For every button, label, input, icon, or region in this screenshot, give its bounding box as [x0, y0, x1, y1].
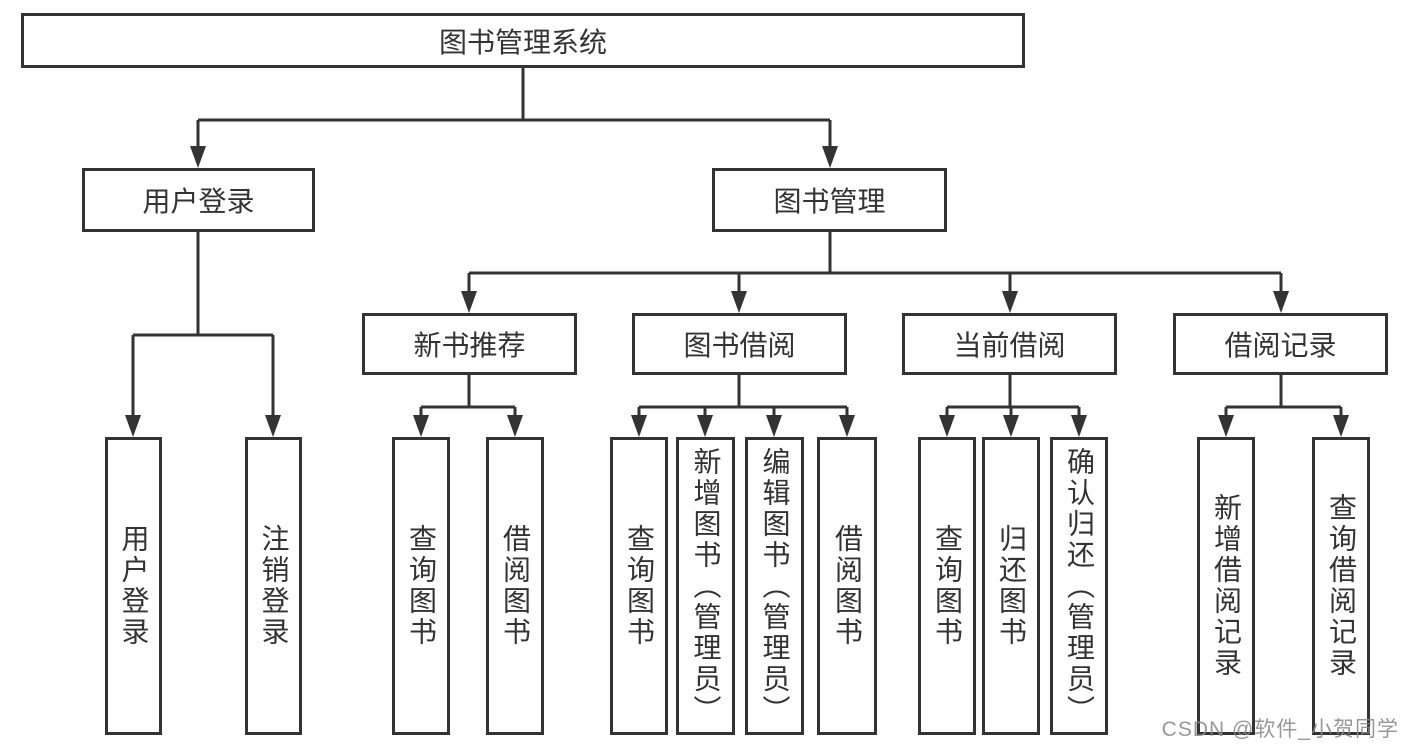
arrowhead [939, 415, 955, 437]
vertical-label: 新增借阅记录 [1211, 493, 1242, 679]
node-book-management: 图书管理 [712, 168, 947, 232]
vertical-label: 新增图书（管理员） [690, 446, 722, 726]
node-user-login-action: 用户登录 [105, 437, 162, 735]
arrowhead [1002, 291, 1018, 313]
arrowhead [1273, 291, 1289, 313]
node-logout: 注销登录 [245, 437, 302, 735]
vertical-label: 确认归还（管理员） [1064, 446, 1095, 726]
node-add-books-admin: 新增图书（管理员） [676, 437, 735, 735]
node-edit-books-admin: 编辑图书（管理员） [745, 437, 804, 735]
arrowhead [1003, 415, 1019, 437]
vertical-label: 注销登录 [258, 524, 290, 648]
arrowhead [507, 415, 523, 437]
arrowhead [766, 415, 782, 437]
arrowhead [631, 415, 647, 437]
node-book-borrowing: 图书借阅 [632, 313, 847, 375]
arrowhead [697, 415, 713, 437]
arrowhead [1333, 415, 1349, 437]
csdn-watermark: CSDN @软件_小贺同学 [1161, 718, 1399, 741]
arrowhead [822, 146, 838, 168]
arrowhead [413, 415, 429, 437]
vertical-label: 借阅图书 [500, 524, 531, 648]
node-query-borrow-record: 查询借阅记录 [1312, 437, 1370, 735]
node-query-books-current: 查询图书 [918, 437, 976, 735]
vertical-label: 借阅图书 [832, 524, 863, 648]
vertical-label: 查询图书 [624, 524, 655, 648]
node-user-login: 用户登录 [82, 168, 315, 232]
arrowhead-group [125, 146, 1349, 437]
vertical-label: 用户登录 [118, 524, 150, 648]
node-library-management-system: 图书管理系统 [21, 13, 1025, 68]
arrowhead [839, 415, 855, 437]
arrowhead [125, 415, 141, 437]
node-query-books-borrowing: 查询图书 [610, 437, 668, 735]
node-new-book-recommendation: 新书推荐 [362, 313, 577, 375]
arrowhead [1218, 415, 1234, 437]
node-query-books-recommend: 查询图书 [392, 437, 450, 735]
node-borrow-records: 借阅记录 [1173, 313, 1388, 375]
vertical-label: 查询图书 [406, 524, 437, 648]
arrowhead [731, 291, 747, 313]
arrowhead [190, 146, 206, 168]
vertical-label: 查询借阅记录 [1326, 493, 1357, 679]
node-add-borrow-record: 新增借阅记录 [1197, 437, 1255, 735]
node-current-borrowing: 当前借阅 [902, 313, 1117, 375]
node-borrow-books: 借阅图书 [817, 437, 877, 735]
vertical-label: 查询图书 [932, 524, 963, 648]
connector-lines [131, 68, 1343, 419]
arrowhead [1071, 415, 1087, 437]
node-borrow-books-recommend: 借阅图书 [486, 437, 544, 735]
vertical-label: 归还图书 [996, 524, 1027, 648]
node-return-books: 归还图书 [982, 437, 1040, 735]
arrowhead [461, 291, 477, 313]
vertical-label: 编辑图书（管理员） [759, 446, 791, 726]
arrowhead [265, 415, 281, 437]
node-confirm-return-admin: 确认归还（管理员） [1050, 437, 1108, 735]
